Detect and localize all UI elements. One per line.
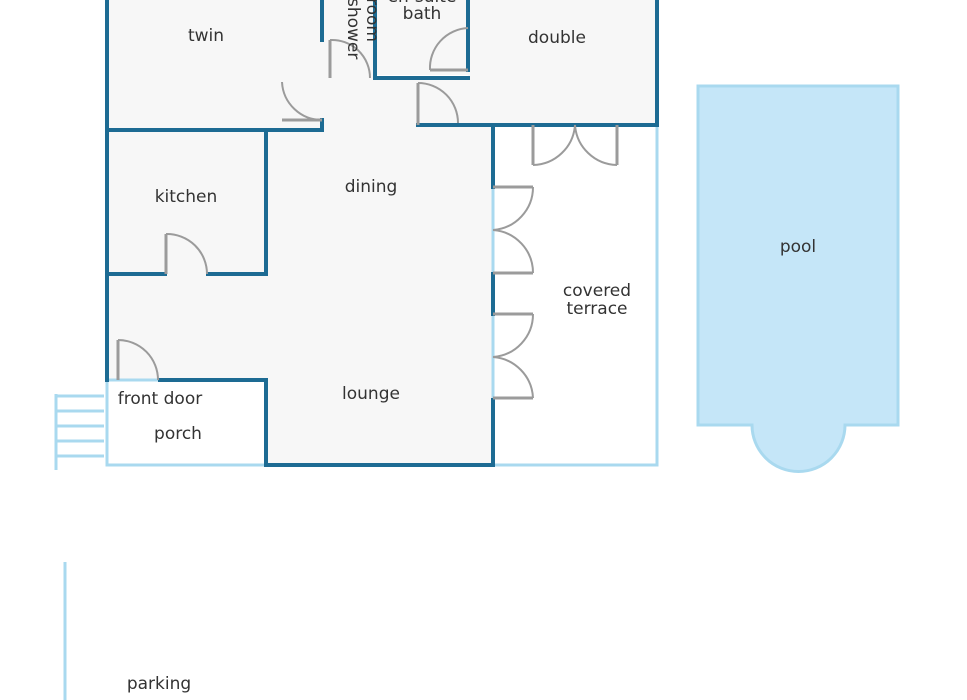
kitchen-door	[164, 232, 208, 275]
label-front-door: front door	[118, 389, 202, 409]
porch-steps	[54, 394, 104, 470]
label-lounge: lounge	[342, 384, 400, 404]
label-ensuite-line1: en-suite	[388, 0, 457, 7]
label-shower-room-line1: shower	[343, 0, 363, 59]
label-covered-terrace-line1: covered	[563, 281, 631, 301]
label-porch: porch	[154, 424, 202, 444]
ensuite-bath-room	[375, 0, 468, 75]
label-ensuite-line2: bath	[403, 4, 442, 24]
double-door	[416, 82, 459, 125]
doors	[116, 27, 619, 400]
terrace-french-doors-lower	[492, 312, 535, 400]
twin-door	[281, 81, 323, 122]
walls	[105, 0, 659, 467]
label-double: double	[528, 28, 586, 48]
label-parking: parking	[127, 674, 191, 694]
ensuite-door	[428, 27, 469, 72]
label-twin: twin	[188, 26, 224, 46]
kitchen-room	[107, 130, 267, 274]
pool-shape	[696, 84, 900, 473]
label-shower-room-line2: room	[362, 0, 382, 42]
label-dining: dining	[345, 177, 398, 197]
room-labels: twin shower room en-suite bath double ki…	[118, 0, 816, 694]
room-fills	[107, 0, 657, 465]
shower-room-door	[328, 38, 372, 79]
pool	[696, 84, 900, 473]
twin-room	[107, 0, 322, 130]
double-room	[468, 0, 657, 125]
label-pool: pool	[780, 237, 816, 257]
terrace-french-doors-upper	[492, 185, 535, 275]
terrace-french-doors-top	[531, 124, 619, 166]
label-covered-terrace-line2: terrace	[566, 299, 627, 319]
dining-lounge-room	[107, 78, 493, 465]
front-door	[116, 339, 159, 381]
label-kitchen: kitchen	[155, 187, 218, 207]
